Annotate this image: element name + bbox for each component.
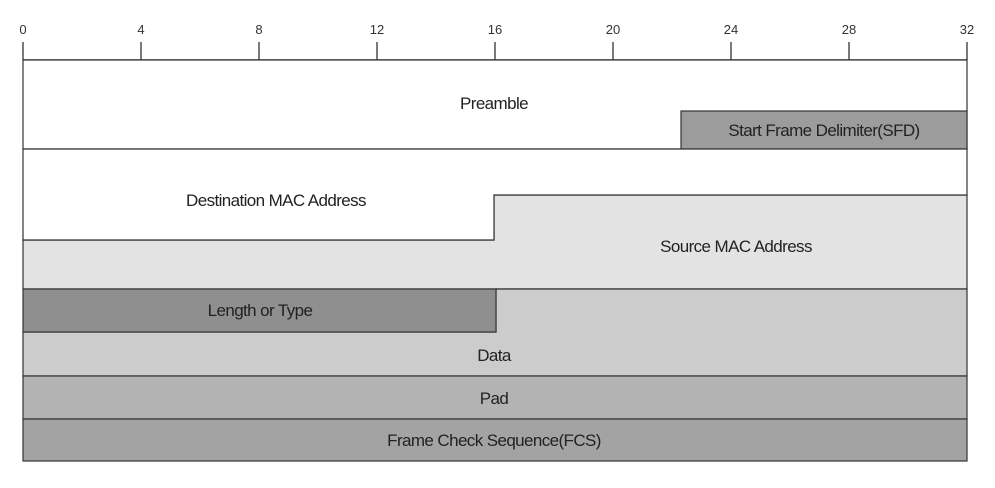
ruler-tick-label-32: 32 xyxy=(960,22,974,37)
source-mac-label: Source MAC Address xyxy=(660,237,812,256)
sfd-field xyxy=(680,110,968,150)
pad-label: Pad xyxy=(480,389,509,408)
fcs-label: Frame Check Sequence(FCS) xyxy=(387,431,601,450)
ruler-tick-label-28: 28 xyxy=(842,22,856,37)
ruler-tick-label-24: 24 xyxy=(724,22,738,37)
length-or-type-field xyxy=(22,288,497,333)
destination-mac-field xyxy=(22,148,968,241)
data-label: Data xyxy=(477,346,512,365)
bit-ruler: 0 4 8 12 16 20 24 28 32 xyxy=(19,22,974,61)
fcs-field xyxy=(22,418,968,462)
ruler-ticks: 0 4 8 12 16 20 24 28 32 xyxy=(19,22,974,60)
ruler-tick-label-4: 4 xyxy=(137,22,144,37)
ruler-tick-label-0: 0 xyxy=(19,22,26,37)
preamble-label: Preamble xyxy=(460,94,528,113)
ruler-tick-label-8: 8 xyxy=(255,22,262,37)
length-or-type-label: Length or Type xyxy=(208,301,313,320)
pad-field xyxy=(22,375,968,420)
destination-mac-label: Destination MAC Address xyxy=(186,191,366,210)
ruler-tick-label-12: 12 xyxy=(370,22,384,37)
ruler-tick-label-20: 20 xyxy=(606,22,620,37)
ruler-tick-label-16: 16 xyxy=(488,22,502,37)
sfd-label: Start Frame Delimiter(SFD) xyxy=(728,121,919,140)
